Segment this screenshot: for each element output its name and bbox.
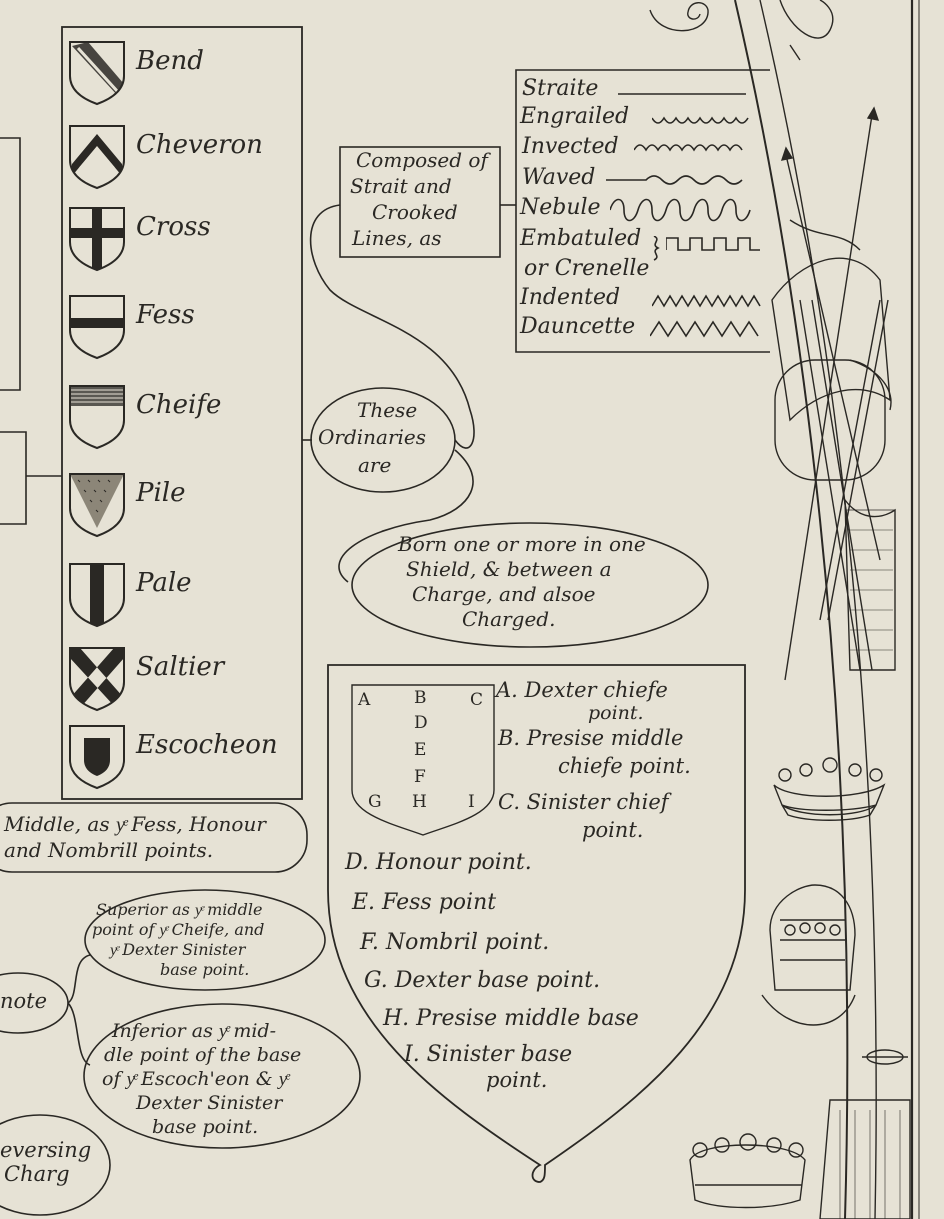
inferior-line-1: Inferior as yͤ mid- [112,1020,277,1042]
helmet-icon [761,884,856,1026]
drapery-icon [819,1099,911,1219]
letter-f: F [414,767,426,787]
invected-line-icon [634,144,743,152]
line-label: Dauncette [520,314,636,339]
bend-shield-icon [69,41,125,106]
letter-a: A [358,690,371,710]
ordinary-label: Pile [136,478,186,508]
line-label: Engrailed [520,104,630,129]
straight-line-icon [618,93,746,95]
fess-shield-icon [69,295,125,360]
nebule-line-icon [610,198,751,222]
these-line-2: Ordinaries [318,425,427,449]
inferior-line-5: base point. [152,1116,259,1138]
line-label: or Crenelle [524,256,650,281]
dancette-line-icon [650,320,759,338]
point-a: A. Dexter chiefe [496,678,668,702]
born-line-2: Shield, & between a [406,557,612,581]
superior-line-3: yͤ Dexter Sinister [110,940,246,959]
point-e: E. Fess point [352,890,497,915]
cheife-shield-icon [69,385,125,450]
composed-line-1: Composed of [356,148,488,172]
born-line-1: Born one or more in one [398,532,646,556]
letter-g: G [368,792,382,812]
point-i-cont: point. [486,1068,548,1092]
indented-line-icon [652,294,761,308]
line-label: Indented [520,285,621,310]
crown-icon [689,1133,806,1209]
point-h: H. Presise middle base [383,1006,639,1031]
these-line-1: These [357,398,418,422]
inferior-line-2: dle point of the base [104,1044,302,1066]
middle-line-2: and Nombrill points. [4,838,214,862]
letter-b: B [414,688,427,708]
ordinary-label: Cheveron [136,130,263,160]
cheveron-shield-icon [69,125,125,190]
middle-line-1: Middle, as yͤ Fess, Honour [4,812,266,836]
inferior-line-3: of yͤ Escoch'eon & yͤ [102,1068,288,1090]
scroll-ornament-icon [862,1049,908,1065]
trophy-of-arms-icon [771,106,896,681]
ordinary-label: Saltier [136,652,225,682]
inferior-line-4: Dexter Sinister [136,1092,283,1114]
cross-shield-icon [69,207,125,272]
superior-line-4: base point. [160,960,250,979]
composed-line-4: Lines, as [352,226,442,250]
point-f: F. Nombril point. [360,930,550,955]
point-c-cont: point. [582,818,644,842]
composed-line-3: Crooked [372,200,458,224]
coronet-icon [773,757,886,821]
escocheon-shield-icon [69,725,125,790]
reversing-line-1: eversing [0,1138,92,1162]
ordinary-label: Pale [136,568,192,598]
line-label: Nebule [520,195,601,220]
ordinary-label: Escocheon [136,730,278,760]
point-b: B. Presise middle [498,726,684,750]
line-label: Straite [522,76,599,101]
letter-d: D [414,713,428,733]
born-line-3: Charge, and alsoe [412,582,596,606]
ordinary-label: Cheife [136,390,222,420]
line-label: Invected [522,134,619,159]
ordinary-label: Bend [136,46,204,76]
point-i: I. Sinister base [404,1042,573,1067]
point-b-cont: chiefe point. [558,754,691,778]
point-a-cont: point. [588,702,644,724]
crenelle-bracket-icon [653,236,660,261]
letter-e: E [414,740,427,760]
superior-line-2: point of yͤ Cheife, and [92,920,265,939]
superior-line-1: Superior as yͤ middle [96,900,263,919]
letter-i: I [468,792,475,812]
these-line-3: are [358,453,392,477]
embattled-line-icon [666,237,760,251]
line-label: Embatuled [520,226,642,251]
ordinary-label: Cross [136,212,211,242]
engrailed-line-icon [652,116,749,124]
point-g: G. Dexter base point. [364,968,601,993]
reversing-line-2: Charg [4,1162,70,1186]
waved-line-icon [606,175,743,185]
pale-shield-icon [69,563,125,628]
pile-shield-icon [69,473,125,538]
letter-h: H [412,792,427,812]
scroll-ornament-icon [649,0,834,61]
point-c: C. Sinister chief [498,790,669,814]
letter-c: C [470,690,484,710]
born-line-4: Charged. [462,607,556,631]
note-label: note [0,989,48,1013]
saltier-shield-icon [69,647,125,712]
ordinary-label: Fess [136,300,195,330]
line-label: Waved [522,165,596,190]
composed-line-2: Strait and [350,174,452,198]
point-d: D. Honour point. [345,850,532,875]
